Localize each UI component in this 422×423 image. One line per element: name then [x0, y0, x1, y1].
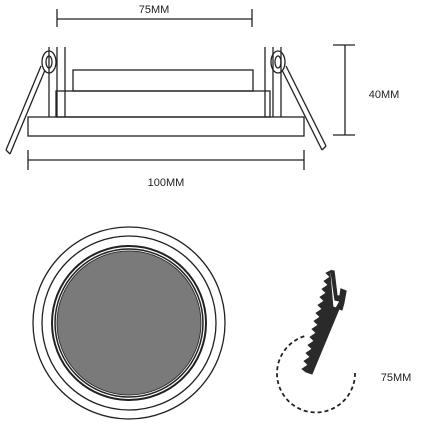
- top-cap: [72, 69, 254, 92]
- spring-clip-right: [264, 47, 327, 151]
- dimension-top-width: [56, 9, 253, 27]
- housing-body: [55, 90, 271, 118]
- bezel-inner: [54, 248, 204, 398]
- dimension-bottom-width: [27, 150, 305, 170]
- spring-clip-left: [5, 47, 66, 155]
- outer-rim: [32, 226, 226, 420]
- flange: [27, 116, 305, 137]
- label-height: 40MM: [369, 89, 400, 101]
- bezel-outer: [51, 245, 207, 401]
- side-view: [5, 9, 355, 170]
- label-cutout: 75MM: [381, 372, 412, 384]
- label-bottom-width: 100MM: [148, 177, 185, 189]
- lens: [56, 250, 202, 396]
- dimension-height: [333, 44, 355, 136]
- front-view: [32, 226, 226, 420]
- cutout-circle: [276, 335, 356, 414]
- label-top-width: 75MM: [139, 4, 170, 16]
- inner-rim: [41, 235, 217, 411]
- saw-icon: [301, 269, 347, 375]
- cutout-icon: [276, 269, 356, 414]
